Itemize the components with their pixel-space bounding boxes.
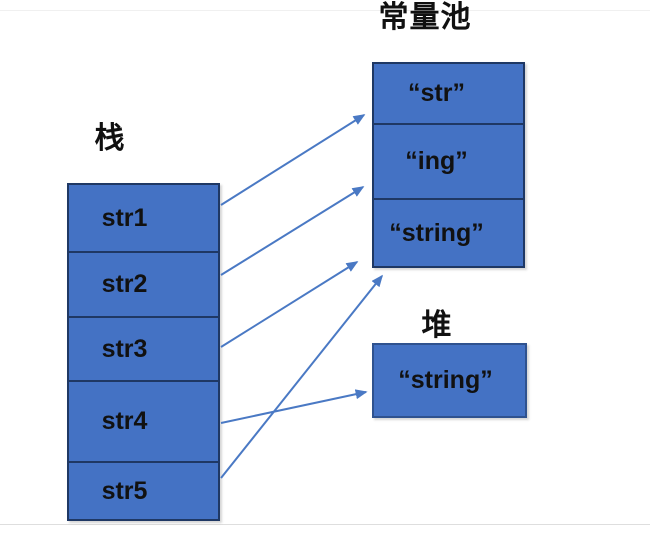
pool-cell-str: “str” <box>408 79 465 107</box>
stack-cell-str3: str3 <box>69 316 218 380</box>
constant-pool-title: 常量池 <box>378 1 472 34</box>
heap-title: 堆 <box>421 309 453 342</box>
pool-cell-string: “string” <box>374 198 523 266</box>
stack-box: str1 str2 str3 str4 str5 <box>67 183 220 521</box>
arrow-str2-to-pool-ing <box>220 186 365 276</box>
arrow-str5-to-pool-string <box>220 274 383 479</box>
heap-cell-string: “string” <box>398 366 493 394</box>
arrow-str3-to-pool-string <box>220 261 359 348</box>
arrow-str4-to-heap-string <box>220 389 368 424</box>
heap-box: “string” <box>372 343 527 418</box>
stack-cell-str5: str5 <box>69 461 218 519</box>
pool-cell-ing: “ing” <box>374 123 523 198</box>
stack-cell-str2: str2 <box>69 251 218 316</box>
stack-title: 栈 <box>94 122 126 155</box>
constant-pool-box: “str” “ing” “string” <box>372 62 525 268</box>
stack-cell-str1: str1 <box>101 203 148 232</box>
arrow-str1-to-pool-str <box>220 114 366 206</box>
page-bottom-edge-line <box>0 524 650 525</box>
page-top-edge-line <box>0 10 650 11</box>
stack-cell-str4: str4 <box>69 380 218 461</box>
